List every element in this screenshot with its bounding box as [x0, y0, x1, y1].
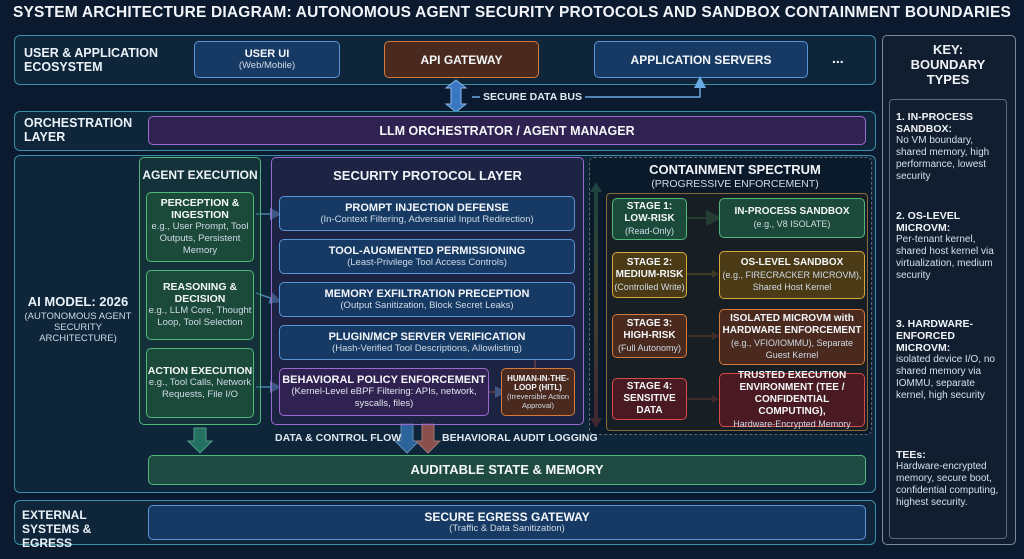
security-protocol-title: SECURITY PROTOCOL LAYER	[333, 168, 522, 183]
stage-1-title: STAGE 1: LOW-RISK	[624, 201, 675, 224]
stage-3-sub: (Full Autonomy)	[617, 343, 682, 353]
stage-1-target-sub: (e.g., V8 ISOLATE)	[753, 219, 831, 229]
key-inner-panel	[889, 99, 1007, 539]
memory-exfiltration-box: MEMORY EXFILTRATION PRECEPTION (Output S…	[279, 282, 575, 317]
stage-2-box: STAGE 2: MEDIUM-RISK (Controlled Write)	[612, 252, 687, 298]
action-title: ACTION EXECUTION	[147, 365, 253, 377]
egress-layer-label: EXTERNAL SYSTEMS & EGRESS	[22, 508, 92, 550]
more-servers-ellipsis: ...	[832, 50, 844, 66]
application-servers-title: APPLICATION SERVERS	[630, 52, 772, 67]
tool-permissioning-title: TOOL-AUGMENTED PERMISSIONING	[328, 244, 526, 257]
api-gateway-title: API GATEWAY	[420, 52, 503, 67]
reasoning-title: REASONING & DECISION	[162, 281, 238, 305]
auditable-state-title: AUDITABLE STATE & MEMORY	[410, 462, 604, 477]
key-item-1-body: No VM boundary, shared memory, high perf…	[896, 135, 990, 182]
plugin-verification-sub: (Hash-Verified Tool Descriptions, Allowl…	[332, 342, 522, 354]
stage-3-target-title: ISOLATED MICROVM with HARDWARE ENFORCEME…	[722, 313, 862, 336]
ai-model-sub: (AUTONOMOUS AGENT SECURITY ARCHITECTURE)	[24, 311, 132, 344]
secure-egress-gateway-box: SECURE EGRESS GATEWAY (Traffic & Data Sa…	[148, 505, 866, 540]
application-servers-box: APPLICATION SERVERS	[594, 41, 808, 78]
reasoning-decision-box: REASONING & DECISION e.g., LLM Core, Tho…	[146, 270, 254, 340]
hitl-title: HUMAN-IN-THE-LOOP (HITL)	[507, 374, 569, 392]
user-ui-sub: (Web/Mobile)	[238, 59, 296, 71]
behavioral-title: BEHAVIORAL POLICY ENFORCEMENT	[282, 374, 486, 386]
prompt-injection-title: PROMPT INJECTION DEFENSE	[345, 201, 509, 214]
user-application-layer-label: USER & APPLICATION ECOSYSTEM	[24, 46, 159, 74]
key-item-1-head: 1. IN-PROCESS SANDBOX:	[896, 111, 974, 135]
prompt-injection-sub: (In-Context Filtering, Adversarial Input…	[320, 213, 534, 225]
key-item-4-head: TEEs:	[896, 449, 926, 461]
plugin-verification-title: PLUGIN/MCP SERVER VERIFICATION	[328, 330, 526, 343]
prompt-injection-defense-box: PROMPT INJECTION DEFENSE (In-Context Fil…	[279, 196, 575, 231]
hitl-box: HUMAN-IN-THE-LOOP (HITL) (Irreversible A…	[501, 368, 575, 416]
stage-2-title: STAGE 2: MEDIUM-RISK	[615, 257, 684, 280]
in-process-sandbox-box: IN-PROCESS SANDBOX (e.g., V8 ISOLATE)	[719, 198, 865, 238]
perception-sub: e.g., User Prompt, Tool Outputs, Persist…	[151, 221, 249, 256]
stage-3-target-sub: (e.g., VFIO/IOMMU), Separate Guest Kerne…	[730, 338, 854, 360]
tee-box: TRUSTED EXECUTION ENVIRONMENT (TEE / CON…	[719, 370, 865, 429]
ai-model-label-block: AI MODEL: 2026 (AUTONOMOUS AGENT SECURIT…	[22, 294, 134, 345]
ai-model-title: AI MODEL: 2026	[27, 294, 129, 309]
key-panel	[882, 35, 1016, 545]
stage-3-box: STAGE 3: HIGH-RISK (Full Autonomy)	[612, 314, 687, 358]
hitl-sub: (Irreversible Action Approval)	[506, 392, 570, 410]
stage-4-title: STAGE 4: SENSITIVE DATA	[623, 381, 676, 416]
stage-2-target-sub: (e.g., FIRECRACKER MICROVM), Shared Host…	[722, 270, 862, 292]
perception-ingestion-box: PERCEPTION & INGESTION e.g., User Prompt…	[146, 192, 254, 262]
key-item-2-head: 2. OS-LEVEL MICROVM:	[896, 210, 960, 234]
stage-1-sub: (Read-Only)	[624, 226, 674, 236]
action-sub: e.g., Tool Calls, Network Requests, File…	[148, 377, 252, 400]
stage-4-target-sub: Hardware-Encrypted Memory	[733, 419, 851, 429]
stage-3-title: STAGE 3: HIGH-RISK	[623, 318, 676, 341]
stage-4-box: STAGE 4: SENSITIVE DATA	[612, 378, 687, 420]
tool-permissioning-sub: (Least-Privilege Tool Access Controls)	[347, 256, 507, 268]
key-item-2: 2. OS-LEVEL MICROVM: Per-tenant kernel, …	[896, 210, 1006, 282]
stage-2-target-title: OS-LEVEL SANDBOX	[740, 257, 844, 268]
key-item-2-body: Per-tenant kernel, shared host kernel vi…	[896, 234, 994, 281]
reasoning-sub: e.g., LLM Core, Thought Loop, Tool Selec…	[148, 305, 252, 328]
behavioral-sub: (Kernel-Level eBPF Filtering: APIs, netw…	[291, 386, 477, 409]
data-control-flow-label: DATA & CONTROL FLOW	[275, 432, 402, 444]
user-ui-box: USER UI (Web/Mobile)	[194, 41, 340, 78]
behavioral-policy-box: BEHAVIORAL POLICY ENFORCEMENT (Kernel-Le…	[279, 368, 489, 416]
api-gateway-box: API GATEWAY	[384, 41, 539, 78]
containment-subtitle: (PROGRESSIVE ENFORCEMENT)	[651, 178, 819, 190]
egress-sub: (Traffic & Data Sanitization)	[449, 522, 565, 534]
isolated-microvm-box: ISOLATED MICROVM with HARDWARE ENFORCEME…	[719, 309, 865, 365]
key-item-1: 1. IN-PROCESS SANDBOX: No VM boundary, s…	[896, 111, 1006, 183]
auditable-state-box: AUDITABLE STATE & MEMORY	[148, 455, 866, 485]
key-item-4-body: Hardware-encrypted memory, secure boot, …	[896, 461, 999, 508]
egress-title: SECURE EGRESS GATEWAY	[424, 509, 590, 524]
orchestration-layer-label: ORCHESTRATION LAYER	[24, 116, 133, 144]
key-item-4: TEEs: Hardware-encrypted memory, secure …	[896, 449, 1006, 509]
diagram-title: SYSTEM ARCHITECTURE DIAGRAM: AUTONOMOUS …	[12, 4, 1012, 21]
key-item-3-body: isolated device I/O, no shared memory vi…	[896, 354, 995, 401]
stage-1-box: STAGE 1: LOW-RISK (Read-Only)	[612, 198, 687, 240]
tool-permissioning-box: TOOL-AUGMENTED PERMISSIONING (Least-Priv…	[279, 239, 575, 274]
perception-title: PERCEPTION & INGESTION	[160, 197, 240, 221]
key-title: KEY: BOUNDARY TYPES	[910, 42, 986, 87]
memory-exfiltration-sub: (Output Sanitization, Block Secret Leaks…	[340, 299, 514, 311]
stage-2-sub: (Controlled Write)	[614, 282, 685, 292]
user-ui-title: USER UI	[244, 47, 290, 60]
stage-4-target-title: TRUSTED EXECUTION ENVIRONMENT (TEE / CON…	[737, 370, 847, 417]
plugin-verification-box: PLUGIN/MCP SERVER VERIFICATION (Hash-Ver…	[279, 325, 575, 360]
key-item-3-head: 3. HARDWARE-ENFORCED MICROVM:	[896, 318, 974, 354]
os-level-sandbox-box: OS-LEVEL SANDBOX (e.g., FIRECRACKER MICR…	[719, 251, 865, 299]
action-execution-box: ACTION EXECUTION e.g., Tool Calls, Netwo…	[146, 348, 254, 418]
llm-orchestrator-box: LLM ORCHESTRATOR / AGENT MANAGER	[148, 116, 866, 145]
agent-execution-title: AGENT EXECUTION	[142, 168, 258, 182]
key-item-3: 3. HARDWARE-ENFORCED MICROVM: isolated d…	[896, 318, 1006, 402]
behavioral-audit-label: BEHAVIORAL AUDIT LOGGING	[442, 432, 598, 444]
llm-orchestrator-title: LLM ORCHESTRATOR / AGENT MANAGER	[379, 123, 635, 138]
secure-data-bus-label: SECURE DATA BUS	[480, 91, 585, 103]
stage-1-target-title: IN-PROCESS SANDBOX	[734, 206, 850, 217]
containment-title: CONTAINMENT SPECTRUM	[649, 162, 821, 177]
memory-exfiltration-title: MEMORY EXFILTRATION PRECEPTION	[324, 287, 530, 300]
